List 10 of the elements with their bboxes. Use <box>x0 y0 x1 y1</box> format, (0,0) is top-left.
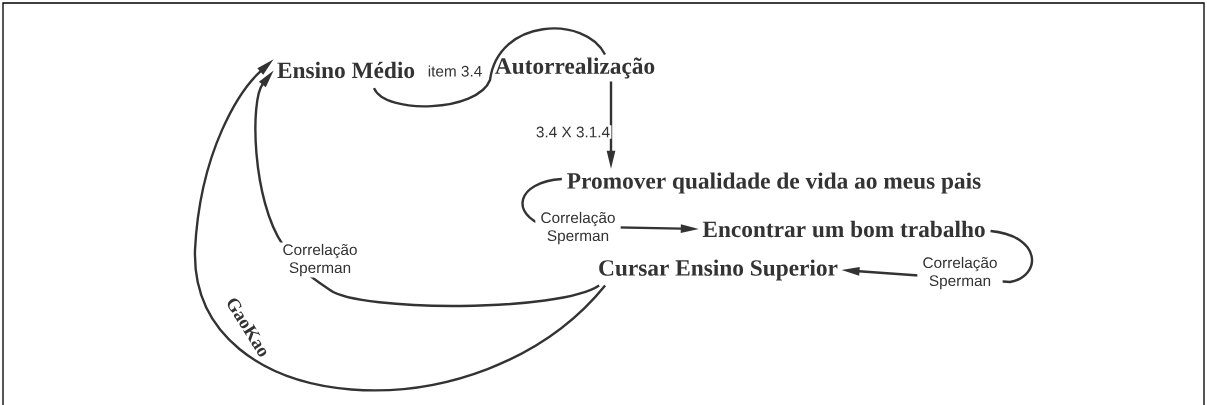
edge-label: Correlação Sperman <box>923 256 997 290</box>
node-label: Ensino Médio <box>277 61 415 79</box>
node-label: Autorrealização <box>495 57 655 79</box>
edge-label: item 3.4 <box>428 65 482 77</box>
edge-label: Correlação Sperman <box>541 211 615 245</box>
node-label: Encontrar um bom trabalho <box>702 220 985 238</box>
edge-label: Correlação Sperman <box>283 243 357 277</box>
edge-label: 3.4 X 3.1.4 <box>536 126 610 138</box>
node-label: Promover qualidade de vida ao meus pais <box>567 172 981 194</box>
node-label: Cursar Ensino Superior <box>599 259 838 281</box>
